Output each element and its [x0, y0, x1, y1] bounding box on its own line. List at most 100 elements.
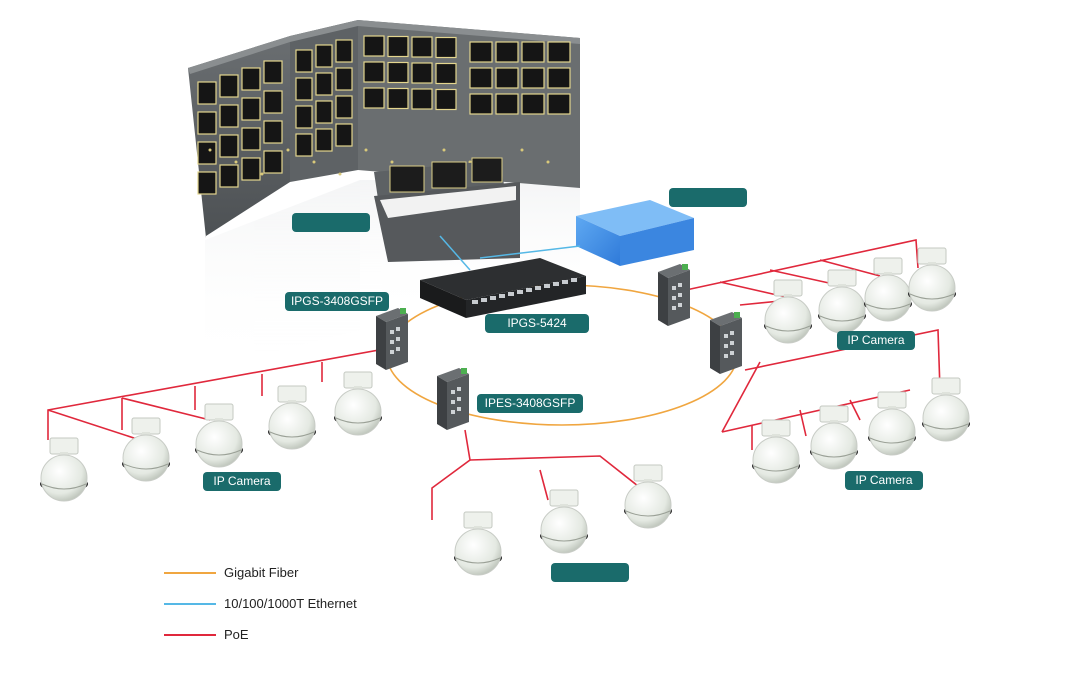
poe-link	[799, 409, 807, 437]
legend-swatch-ethernet	[164, 602, 216, 605]
wall-indicator	[286, 148, 290, 152]
wall-screen	[241, 97, 261, 121]
wall-screen	[387, 61, 409, 84]
legend-item-ethernet: 10/100/1000T Ethernet	[164, 596, 357, 611]
ip-camera-icon	[39, 437, 89, 502]
poe-link	[819, 259, 881, 277]
legend-swatch-poe	[164, 633, 216, 636]
poe-link	[539, 469, 549, 501]
tag-ip-camera-left: IP Camera	[203, 472, 281, 491]
wall-screen	[335, 123, 353, 147]
ip-camera-icon	[333, 371, 383, 436]
wall-screen	[411, 36, 433, 58]
wall-indicator	[312, 160, 316, 164]
ip-camera-icon	[809, 405, 859, 470]
wall-screen	[263, 90, 283, 114]
switch-port	[526, 288, 532, 292]
poe-link	[744, 329, 941, 391]
wall-screen	[197, 171, 217, 195]
wall-screen	[197, 141, 217, 165]
wall-screen	[411, 88, 433, 110]
wall-screen	[387, 35, 409, 58]
switch-port	[571, 278, 577, 282]
wall-screen	[219, 104, 239, 128]
switch-right-middle	[710, 312, 742, 374]
video-wall	[188, 20, 580, 238]
wall-screen	[315, 128, 333, 152]
tag-ip-camera-right-bottom: IP Camera	[845, 471, 923, 490]
legend-item-fiber: Gigabit Fiber	[164, 565, 298, 580]
wall-screen	[219, 134, 239, 158]
ip-camera-icon	[751, 419, 801, 484]
wall-screen	[521, 67, 545, 89]
wall-screen	[521, 93, 545, 115]
ip-camera-icon	[763, 279, 813, 344]
wall-screen	[241, 127, 261, 151]
tag-ipes-3408gsfp: IPES-3408GSFP	[477, 394, 583, 413]
switch-ipes-3408gsfp	[437, 368, 469, 430]
wall-screen	[335, 95, 353, 119]
switch-port	[553, 282, 559, 286]
ip-camera-icon	[817, 269, 867, 334]
wall-indicator	[390, 160, 394, 164]
wall-indicator	[338, 172, 342, 176]
legend-label-ethernet: 10/100/1000T Ethernet	[224, 596, 357, 611]
tag-ipgs-5424: IPGS-5424	[485, 314, 589, 333]
wall-screen	[219, 164, 239, 188]
switch-port	[481, 298, 487, 302]
switch-port	[472, 300, 478, 304]
wall-screen	[547, 67, 571, 89]
wall-screen	[263, 150, 283, 174]
switch-port	[499, 294, 505, 298]
wall-screen	[295, 77, 313, 101]
wall-indicator	[234, 160, 238, 164]
ip-camera-icon	[194, 403, 244, 468]
poe-link	[849, 399, 861, 421]
wall-screen	[295, 105, 313, 129]
legend-swatch-fiber	[164, 571, 216, 574]
switch-right-top	[658, 264, 690, 326]
wall-screen	[263, 120, 283, 144]
wall-screen	[197, 111, 217, 135]
wall-screen	[547, 93, 571, 115]
poe-link	[47, 409, 141, 441]
tag-ipgs-3408gsfp: IPGS-3408GSFP	[285, 292, 389, 311]
wall-screen	[469, 93, 493, 115]
legend-label-poe: PoE	[224, 627, 249, 642]
switch-port	[517, 290, 523, 294]
wall-screen	[295, 49, 313, 73]
wall-screen	[241, 67, 261, 91]
switch-port	[562, 280, 568, 284]
wall-indicator	[208, 148, 212, 152]
poe-link	[431, 429, 471, 520]
wall-screen	[495, 67, 519, 89]
wall-screen	[469, 67, 493, 89]
wall-screen	[387, 87, 409, 110]
tag-blank-control	[292, 213, 370, 232]
tag-blank-bottom	[551, 563, 629, 582]
wall-screen	[547, 41, 571, 63]
wall-screen	[335, 39, 353, 63]
ip-camera-icon	[267, 385, 317, 450]
wall-screen	[435, 62, 457, 85]
wall-screen	[435, 88, 457, 111]
ip-camera-icon	[921, 377, 971, 442]
wall-screen	[295, 133, 313, 157]
switch-port	[490, 296, 496, 300]
switch-ipgs-3408gsfp-left	[376, 308, 408, 370]
ip-camera-icon	[867, 391, 917, 456]
ip-camera-icon	[121, 417, 171, 482]
wall-screen	[363, 35, 385, 57]
wall-screen	[363, 87, 385, 109]
wall-indicator	[260, 172, 264, 176]
ip-camera-icon	[623, 464, 673, 529]
ip-camera-icon	[453, 511, 503, 576]
ethernet-links	[439, 235, 581, 271]
wall-screen	[263, 60, 283, 84]
switch-port	[544, 284, 550, 288]
wall-screen	[315, 72, 333, 96]
legend-label-fiber: Gigabit Fiber	[224, 565, 299, 580]
ip-camera-icon	[863, 257, 913, 322]
wall-indicator	[468, 160, 472, 164]
